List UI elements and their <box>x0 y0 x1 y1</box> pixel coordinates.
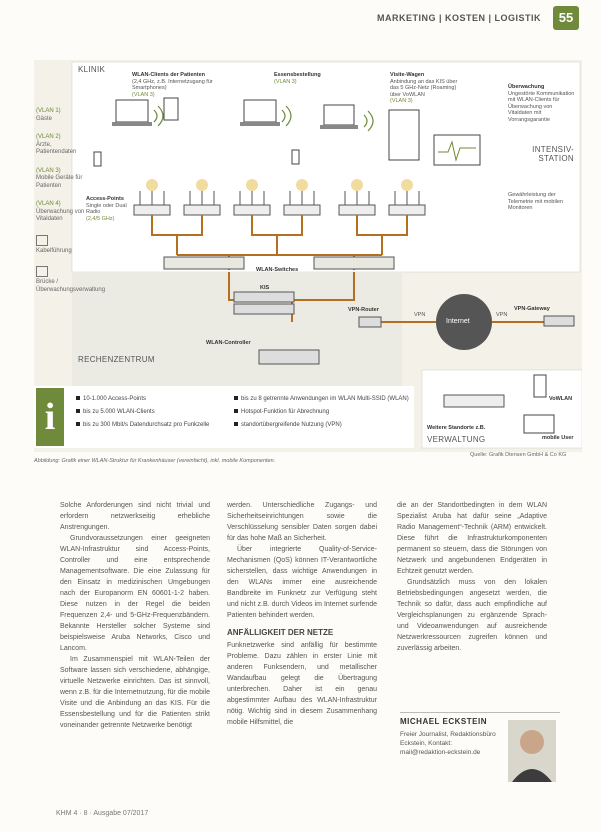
info-col-right: bis zu 8 getrennte Anwendungen im WLAN M… <box>234 396 409 429</box>
essensbestellung-note: Essensbestellung (VLAN 3) <box>274 72 321 85</box>
klinik-label: KLINIK <box>78 65 106 74</box>
person-icon <box>512 730 552 782</box>
access-points <box>133 179 426 216</box>
gateway-icon <box>543 315 575 327</box>
laptop-icon <box>320 104 358 129</box>
section-title: MARKETING | KOSTEN | LOGISTIK <box>376 13 541 23</box>
legend-item: Kabelführung <box>36 234 91 256</box>
legend-item: (VLAN 4)Überwachung von Vitaldaten <box>36 201 85 222</box>
server-icon <box>233 291 295 315</box>
laptop-icon <box>240 99 280 126</box>
figure-caption: Abbildung: Grafik einer WLAN-Struktur fü… <box>34 458 276 464</box>
article-column-1: Solche Anforderungen sind nicht trivial … <box>60 500 210 731</box>
phone-icon <box>93 151 102 167</box>
paragraph: Grundvoraussetzungen einer geeigneten WL… <box>60 535 210 652</box>
paragraph: Über integrierte Quality-of-Service-Mech… <box>227 546 377 619</box>
verwaltung-label: VERWALTUNG <box>427 435 486 444</box>
laptop-icon <box>523 414 555 434</box>
author-photo <box>508 720 556 782</box>
router-icon <box>358 316 382 328</box>
info-bullet: bis zu 5.000 WLAN-Clients <box>76 409 226 416</box>
cart-icon <box>388 109 420 161</box>
author-bio: Freier Journalist, Redaktionsbüro Eckste… <box>400 731 496 756</box>
paragraph: werden. Unterschiedliche Zugangs- und Si… <box>227 502 377 542</box>
intensiv-label: INTENSIV- STATION <box>532 145 574 163</box>
tablet-icon <box>163 97 179 121</box>
paragraph: Solche Anforderungen sind nicht trivial … <box>60 502 210 531</box>
legend-item: (VLAN 2)Ärzte, Patientendaten <box>36 134 77 155</box>
gewaehrleistung-note: Gewährleistung der Telemetrie mit mobile… <box>508 192 564 211</box>
info-bullet: Hotspot-Funktion für Abrechnung <box>234 409 409 416</box>
info-bullet: bis zu 8 getrennte Anwendungen im WLAN M… <box>234 396 409 403</box>
paragraph: Funknetzwerke sind anfällig für bestimmt… <box>227 642 377 726</box>
laptop-icon <box>112 99 152 126</box>
page-footer: KHM 4 · 8 · Ausgabe 07/2017 <box>56 810 149 817</box>
legend-item: Brücke / Überwachungsverwaltung <box>36 266 105 294</box>
box-icon <box>36 234 48 246</box>
wlan-controller-label: WLAN-Controller <box>206 340 251 346</box>
figure-source: Quelle: Grafik Dtensen GmbH & Co KG <box>470 452 567 458</box>
klinik-zone <box>71 61 581 273</box>
kis-label: KIS <box>260 285 270 291</box>
vpn-label: VPN <box>496 312 508 318</box>
vowlan-label: VoWLAN <box>549 396 573 402</box>
box-icon <box>36 266 48 277</box>
info-bullet: bis zu 300 Mbit/s Datendurchsatz pro Fun… <box>76 422 226 429</box>
internet-label: Internet <box>446 318 470 325</box>
weitere-standorte-label: Weitere Standorte z.B. <box>427 425 486 431</box>
info-bullet: standortübergreifende Nutzung (VPN) <box>234 422 409 429</box>
info-icon: i <box>36 388 64 446</box>
ueberwachung-note: Überwachung Ungestörte Kommunikation mit… <box>508 84 575 123</box>
wifi-signals <box>153 105 374 132</box>
diagram-legend: (VLAN 1)Gäste (VLAN 2)Ärzte, Patientenda… <box>36 108 105 305</box>
legend-item: (VLAN 3)Mobile Geräte für Patienten <box>36 167 83 189</box>
rechenzentrum-label: RECHENZENTRUM <box>78 355 155 364</box>
info-col-left: 10-1.000 Access-Points bis zu 5.000 WLAN… <box>76 396 226 429</box>
mobile-user-label: mobile User <box>542 435 574 441</box>
phone-icon <box>533 374 547 398</box>
switch-icon <box>163 256 245 270</box>
phone-icon <box>291 149 300 165</box>
paragraph: Grundsätzlich muss von den lokalen Betri… <box>397 579 547 652</box>
switch-icon <box>313 256 395 270</box>
paragraph: die an der Standortbedingten in dem WLAN… <box>397 502 547 575</box>
paragraph: Im Zusammenspiel mit WLAN-Teilen der Sof… <box>60 656 210 729</box>
monitor-icon <box>433 134 481 166</box>
network-diagram: KLINIK RECHENZENTRUM INTENSIV- STATION V… <box>34 60 583 452</box>
author-name: MICHAEL ECKSTEIN <box>400 717 487 726</box>
article-column-3: die an der Standortbedingten in dem WLAN… <box>397 500 547 654</box>
vpn-gateway-label: VPN-Gateway <box>514 306 550 312</box>
internet-cloud <box>436 294 492 350</box>
info-box: 10-1.000 Access-Points bis zu 5.000 WLAN… <box>34 386 414 448</box>
wlan-switches-label: WLAN-Switches <box>256 267 299 273</box>
switch-icon <box>443 394 505 408</box>
diagram-svg <box>71 61 583 449</box>
vpn-label: VPN <box>414 312 426 318</box>
info-bullet: 10-1.000 Access-Points <box>76 396 226 403</box>
visite-note: Visite-Wagen Anbindung an das KIS über d… <box>390 72 458 104</box>
rechenzentrum-zone <box>72 272 402 392</box>
page-number: 55 <box>553 6 579 30</box>
controller-icon <box>258 349 320 365</box>
page-header: MARKETING | KOSTEN | LOGISTIK 55 <box>0 0 601 34</box>
wlan-clients-note: WLAN-Clients der Patienten (2,4 GHz, z.B… <box>132 72 213 98</box>
legend-item: (VLAN 1)Gäste <box>36 108 61 122</box>
author-box: MICHAEL ECKSTEIN Freier Journalist, Reda… <box>400 712 560 790</box>
vpn-router-label: VPN-Router <box>348 307 379 313</box>
article-column-2: werden. Unterschiedliche Zugangs- und Si… <box>227 500 377 728</box>
subheading: ANFÄLLIGKEIT DER NETZE <box>227 628 334 637</box>
access-points-note: Access-Points Single oder Dual Radio (2,… <box>86 196 127 222</box>
